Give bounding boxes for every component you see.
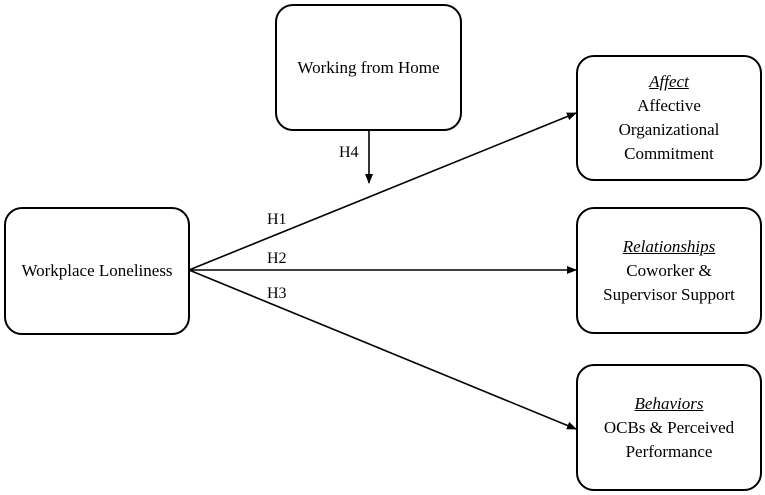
node-label: Working from Home: [297, 57, 440, 77]
node-workplace-loneliness: Workplace Loneliness: [4, 207, 190, 335]
node-category: Relationships: [622, 236, 716, 256]
label-h4: H4: [339, 144, 359, 161]
node-label: Workplace Loneliness: [21, 261, 173, 280]
label-h3: H3: [267, 285, 287, 302]
arrow-h1: [188, 112, 577, 271]
node-line: Affective: [637, 96, 701, 115]
node-line: OCBs & Perceived: [603, 417, 735, 437]
node-line: Supervisor Support: [603, 284, 735, 304]
node-behaviors: Behaviors OCBs & Perceived Performance: [576, 364, 762, 491]
node-affect: Affect Affective Organizational Commitme…: [576, 55, 762, 181]
node-working-from-home: Working from Home: [275, 4, 462, 131]
node-line: Coworker &: [626, 260, 712, 280]
label-h1: H1: [267, 211, 287, 228]
arrow-h3: [188, 269, 577, 430]
node-relationships: Relationships Coworker & Supervisor Supp…: [576, 207, 762, 334]
node-line: Commitment: [624, 144, 714, 163]
node-line: Performance: [625, 441, 713, 461]
label-h2: H2: [267, 250, 287, 267]
node-line: Organizational: [618, 120, 720, 139]
node-category: Behaviors: [634, 393, 704, 413]
node-category: Affect: [649, 72, 689, 91]
